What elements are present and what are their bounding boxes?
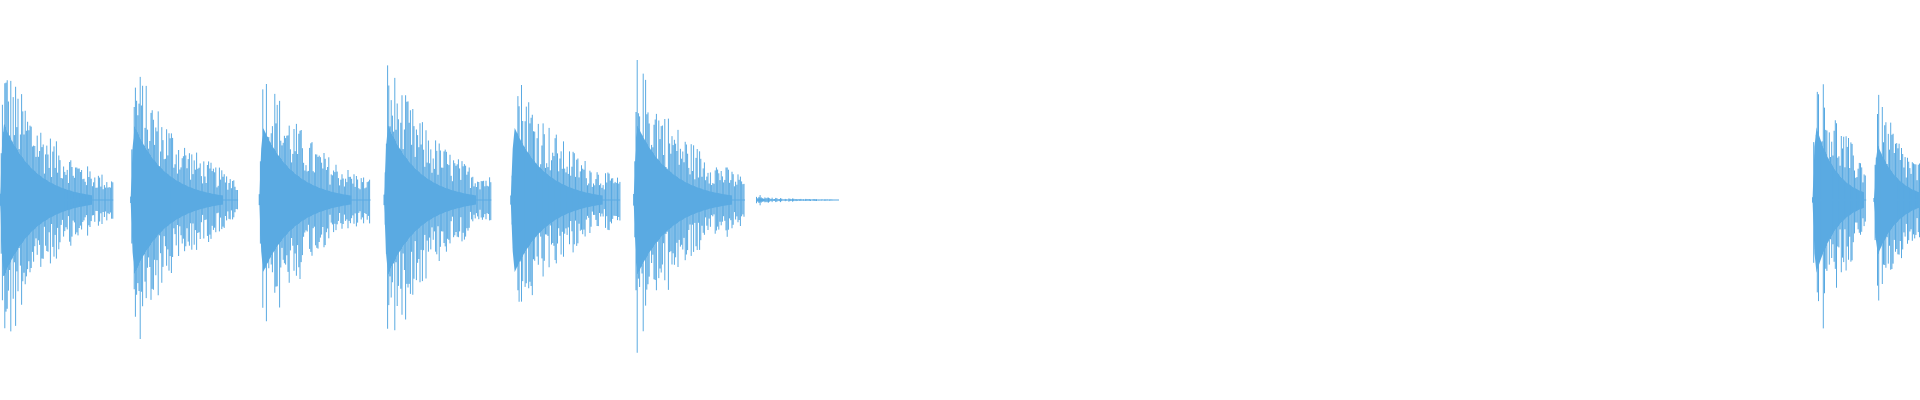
waveform-burst [510,85,621,302]
waveform-burst [0,80,114,332]
waveform-burst [383,65,492,331]
waveform-burst [756,195,839,206]
waveform-burst [1812,84,1867,329]
waveform-burst [1873,94,1920,301]
waveform-burst [258,84,371,322]
waveform-burst [130,76,239,339]
waveform-burst [633,60,745,353]
waveform-bursts [0,60,1920,353]
